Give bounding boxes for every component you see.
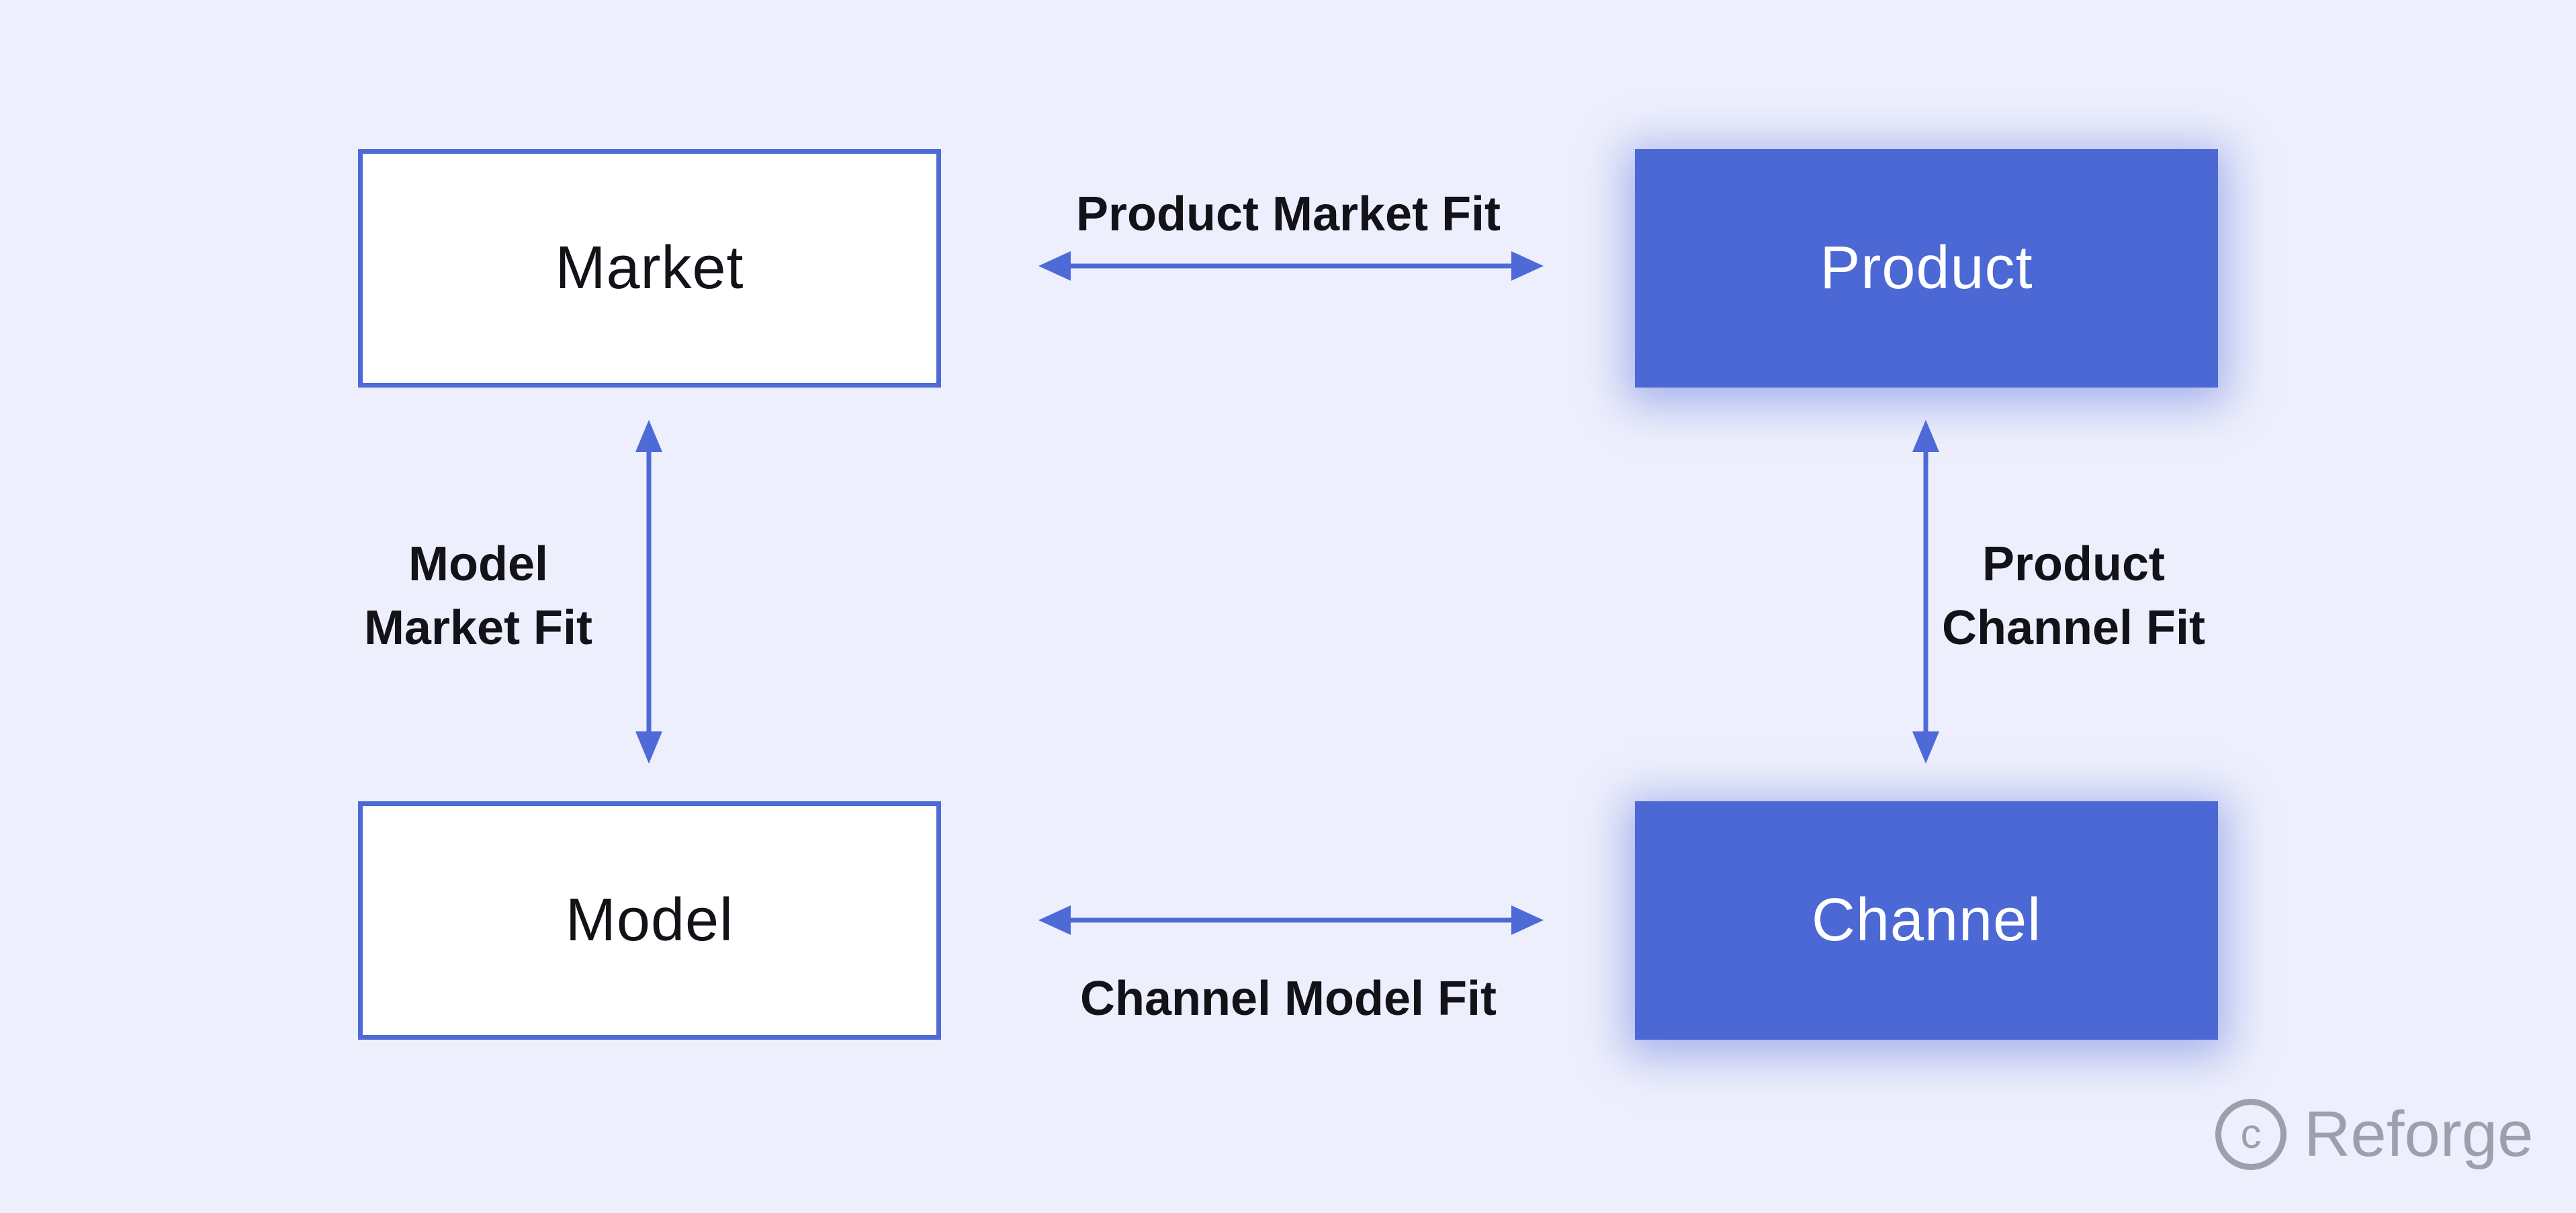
edge-label-product-market-fit: Product Market Fit <box>1075 187 1501 241</box>
node-channel-label: Channel <box>1811 887 2042 954</box>
reforge-watermark-text: Reforge <box>2304 1098 2534 1170</box>
node-product: Product <box>1635 149 2218 388</box>
node-market-label: Market <box>555 234 744 302</box>
node-channel: Channel <box>1635 801 2218 1040</box>
edge-label-product-channel-fit: Product Channel Fit <box>1872 533 2275 660</box>
copyright-circle-icon: c <box>2215 1099 2286 1170</box>
edge-label-model-market-fit: Model Market Fit <box>277 533 680 660</box>
node-product-label: Product <box>1820 234 2033 302</box>
edge-label-model-market-fit-line1: Model <box>408 537 548 591</box>
node-model: Model <box>358 801 941 1040</box>
node-market: Market <box>358 149 941 388</box>
node-model-label: Model <box>565 887 734 954</box>
edge-label-product-channel-fit-line2: Channel Fit <box>1942 601 2205 655</box>
edge-label-product-channel-fit-line1: Product <box>1982 537 2165 591</box>
edge-label-model-market-fit-line2: Market Fit <box>363 601 593 655</box>
double-arrow-vertical-icon <box>635 420 662 764</box>
edge-label-channel-model-fit: Channel Model Fit <box>1080 972 1497 1026</box>
double-arrow-horizontal-icon <box>1038 251 1544 281</box>
double-arrow-vertical-icon <box>1912 420 1939 764</box>
reforge-watermark: c Reforge <box>2215 1097 2534 1171</box>
double-arrow-horizontal-icon <box>1038 905 1544 935</box>
